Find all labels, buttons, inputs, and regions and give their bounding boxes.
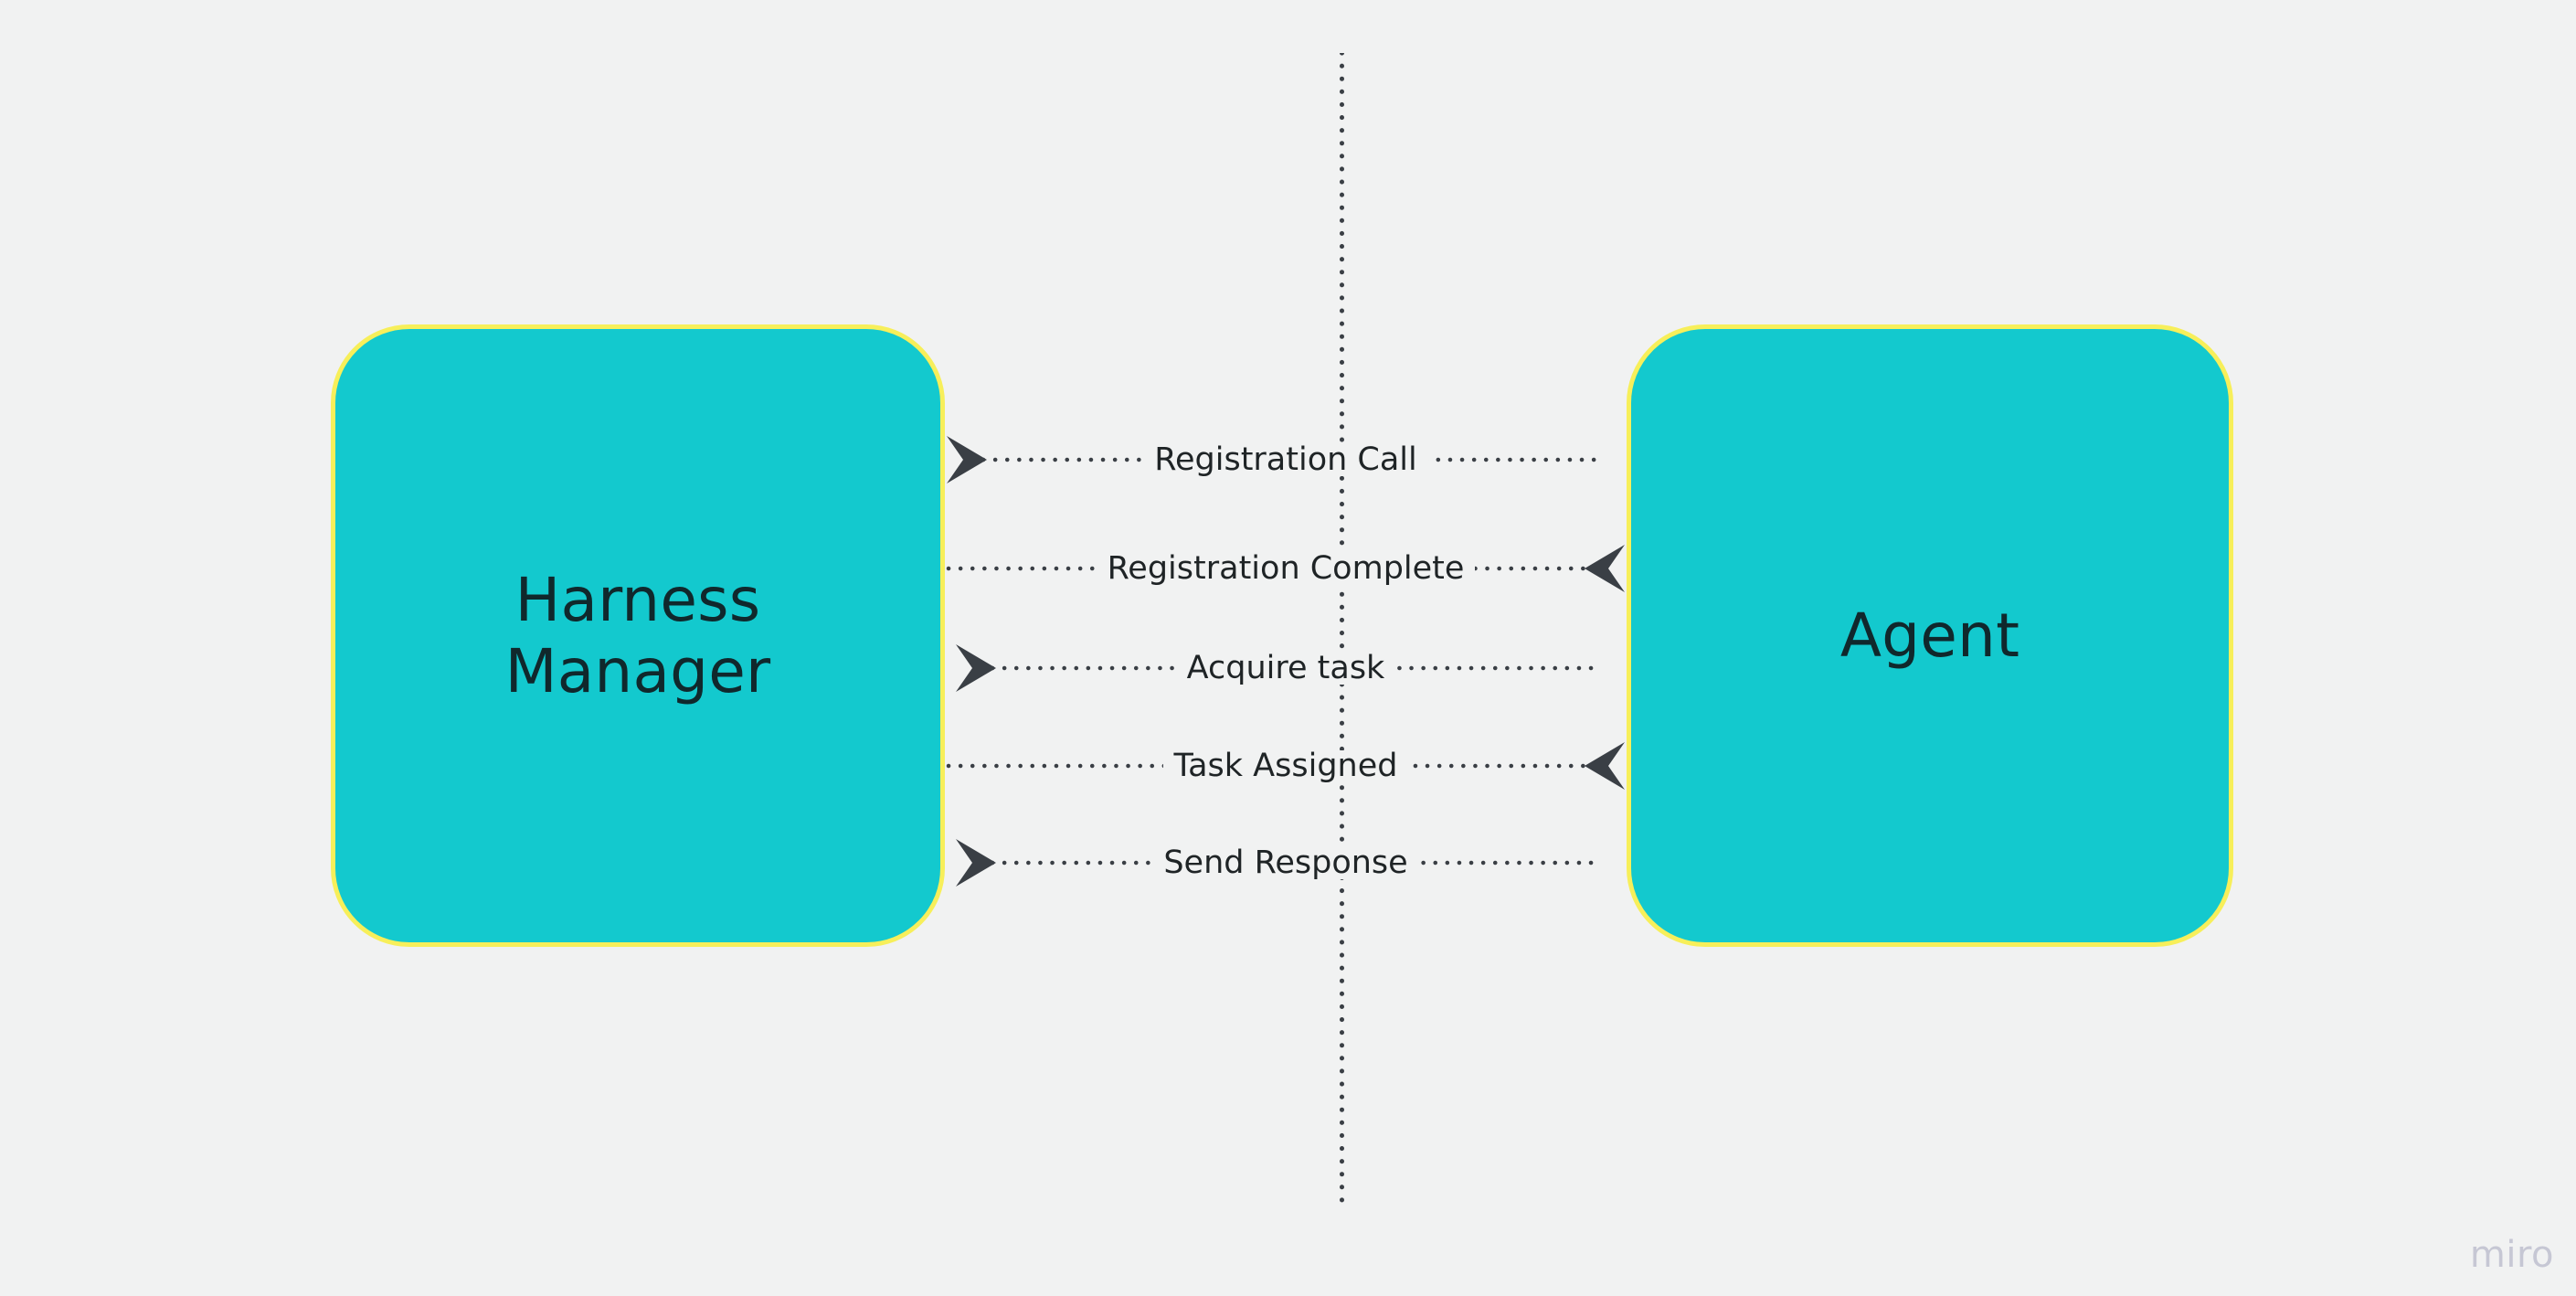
message-send-response-label: Send Response bbox=[1152, 846, 1419, 879]
message-acquire-task[interactable]: Acquire task bbox=[945, 639, 1627, 697]
message-registration-complete[interactable]: Registration Complete bbox=[945, 539, 1627, 598]
node-agent-label: Agent bbox=[1839, 600, 2020, 671]
message-task-assigned-label: Task Assigned bbox=[1162, 749, 1409, 782]
miro-watermark: miro bbox=[2469, 1234, 2554, 1276]
message-task-assigned[interactable]: Task Assigned bbox=[945, 737, 1627, 795]
message-registration-call-label: Registration Call bbox=[1143, 443, 1428, 476]
arrowhead-right-icon bbox=[1585, 742, 1625, 790]
node-harness-manager-label: Harness Manager bbox=[504, 564, 771, 706]
message-acquire-task-connector bbox=[956, 644, 1602, 692]
node-harness-manager[interactable]: Harness Manager bbox=[331, 324, 945, 947]
message-registration-complete-connector bbox=[946, 545, 1625, 592]
arrowhead-left-icon bbox=[956, 644, 996, 692]
node-agent[interactable]: Agent bbox=[1627, 324, 2233, 947]
message-registration-call[interactable]: Registration Call bbox=[945, 430, 1627, 489]
arrowhead-left-icon bbox=[956, 839, 996, 887]
message-registration-complete-label: Registration Complete bbox=[1096, 552, 1476, 585]
message-send-response[interactable]: Send Response bbox=[945, 834, 1627, 892]
message-acquire-task-label: Acquire task bbox=[1175, 652, 1396, 685]
arrowhead-left-icon bbox=[947, 436, 987, 483]
message-task-assigned-connector bbox=[946, 742, 1625, 790]
lifeline-divider bbox=[1340, 53, 1344, 1204]
message-registration-call-connector bbox=[947, 436, 1602, 483]
message-send-response-connector bbox=[956, 839, 1602, 887]
arrowhead-right-icon bbox=[1585, 545, 1625, 592]
